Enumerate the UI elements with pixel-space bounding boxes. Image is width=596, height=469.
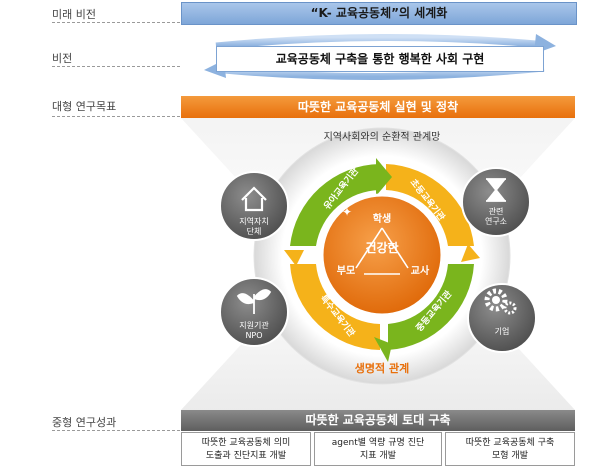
satellite-bottom-left: 지원기관 NPO xyxy=(219,277,289,347)
satellite-bottom-right: 기업 xyxy=(467,283,537,353)
mid-result-bar: 따뜻한 교육공동체 토대 구축 xyxy=(181,410,575,431)
satellite-top-right: 관련 연구소 xyxy=(461,167,531,237)
label-mid-result: 중형 연구성과 xyxy=(52,416,117,429)
svg-text:관련: 관련 xyxy=(489,206,504,216)
cycle-diagram: 유아교육기관 초등교육기관 중등교육기관 특수교육기관 ✦ 학생 건강한 부모 … xyxy=(219,127,537,385)
svg-text:NPO: NPO xyxy=(245,331,262,340)
divider xyxy=(52,22,180,23)
center-top: 학생 xyxy=(373,212,391,225)
label-major-goal: 대형 연구목표 xyxy=(52,100,117,113)
label-vision: 비전 xyxy=(52,52,73,65)
label-future-vision: 미래 비전 xyxy=(52,8,96,21)
center-right: 교사 xyxy=(411,264,430,277)
house-icon xyxy=(241,186,267,212)
svg-text:기업: 기업 xyxy=(495,327,510,336)
segment-elementary xyxy=(386,164,474,246)
segment-secondary xyxy=(388,264,474,350)
ring-segments xyxy=(284,158,480,362)
future-vision-bar: “K- 교육공동체”의 세계화 xyxy=(181,2,577,25)
svg-text:단체: 단체 xyxy=(247,226,262,236)
future-vision-text: “K- 교육공동체”의 세계화 xyxy=(310,6,448,20)
center-left: 부모 xyxy=(337,265,355,277)
center-middle: 건강한 xyxy=(365,240,398,255)
result-box: 따뜻한 교육공동체 의미 도출과 진단지표 개발 xyxy=(181,432,311,466)
segment-infant xyxy=(290,164,380,246)
major-goal-bar: 따뜻한 교육공동체 실현 및 정착 xyxy=(181,96,575,118)
hourglass-icon xyxy=(486,178,506,202)
vision-box: 교육공동체 구축을 통한 행복한 사회 구현 xyxy=(216,46,544,72)
divider xyxy=(52,116,180,117)
result-box: agent별 역량 규명 진단 지표 개발 xyxy=(314,432,442,466)
divider xyxy=(52,430,180,431)
mid-result-text: 따뜻한 교육공동체 토대 구축 xyxy=(305,413,451,427)
result-box: 따뜻한 교육공동체 구축 모형 개발 xyxy=(445,432,575,466)
satellite-top-left: 지역자치 단체 xyxy=(219,171,289,241)
divider xyxy=(52,66,180,67)
segment-special xyxy=(290,264,380,350)
svg-text:지원기관: 지원기관 xyxy=(239,320,269,330)
cycle-title: 지역사회와의 순환적 관계망 xyxy=(324,131,441,143)
svg-text:✦: ✦ xyxy=(342,205,352,219)
gear-icon xyxy=(484,288,517,315)
center-circle xyxy=(320,193,444,317)
svg-text:연구소: 연구소 xyxy=(485,217,507,226)
sprout-icon xyxy=(236,289,272,314)
vision-text: 교육공동체 구축을 통한 행복한 사회 구현 xyxy=(275,52,485,66)
major-goal-text: 따뜻한 교육공동체 실현 및 정착 xyxy=(297,100,459,114)
cycle-caption: 생명적 관계 xyxy=(355,361,409,375)
svg-text:지역자치: 지역자치 xyxy=(239,216,268,226)
